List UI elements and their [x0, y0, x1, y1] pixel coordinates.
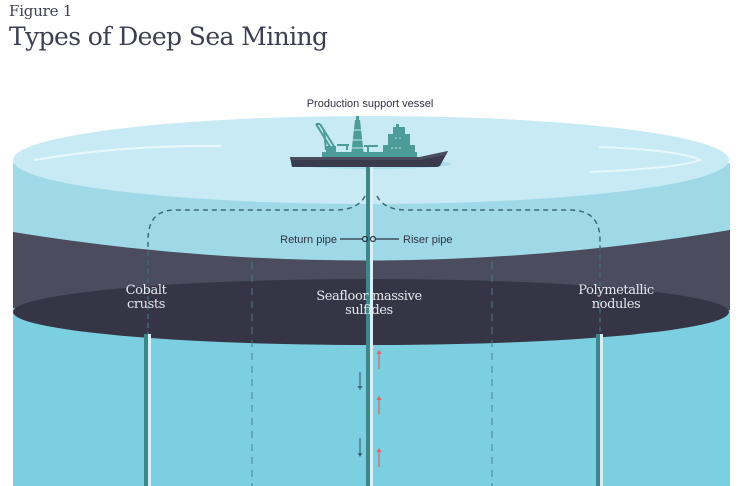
cobalt-pipe-light	[148, 334, 151, 486]
cobalt-crusts-label-line1: Cobalt	[126, 283, 168, 298]
riser-pipe-marker	[369, 235, 377, 243]
cobalt-pipe-dark	[144, 334, 148, 486]
dashed-path-left	[147, 195, 366, 345]
return-pipe-marker	[361, 235, 369, 243]
surface-highlight-left	[34, 144, 221, 161]
figure-title: Types of Deep Sea Mining	[9, 22, 328, 51]
return-pipe-label: Return pipe	[280, 234, 337, 246]
vessel-label: Production support vessel	[307, 98, 434, 110]
figure-number: Figure 1	[9, 2, 73, 20]
nodules-pipe-light	[600, 334, 603, 486]
nodules-pipe-dark	[596, 334, 600, 486]
derrick-icon	[351, 116, 364, 156]
return-pipe	[366, 165, 370, 486]
dashed-path-right	[376, 195, 601, 345]
polymetallic-nodules-label-line1: Polymetallic	[578, 283, 654, 298]
riser-pipe-label: Riser pipe	[403, 234, 453, 246]
up-arrow	[376, 396, 382, 414]
cobalt-crusts-label-line2: crusts	[127, 297, 165, 312]
down-arrow	[357, 438, 363, 457]
up-arrow	[376, 350, 382, 369]
seafloor-massive-sulfides-label-line1: Seafloor massive	[316, 289, 422, 304]
riser-pipe	[370, 165, 373, 486]
bridge-icon	[383, 124, 415, 156]
polymetallic-nodules-label-line2: nodules	[592, 297, 641, 312]
crane-icon	[315, 123, 336, 151]
surface-highlight-right	[589, 146, 703, 173]
up-arrow	[376, 448, 382, 467]
seafloor-massive-sulfides-label-line2: sulfides	[345, 303, 393, 318]
down-arrow	[357, 372, 363, 390]
production-support-vessel	[290, 116, 448, 167]
